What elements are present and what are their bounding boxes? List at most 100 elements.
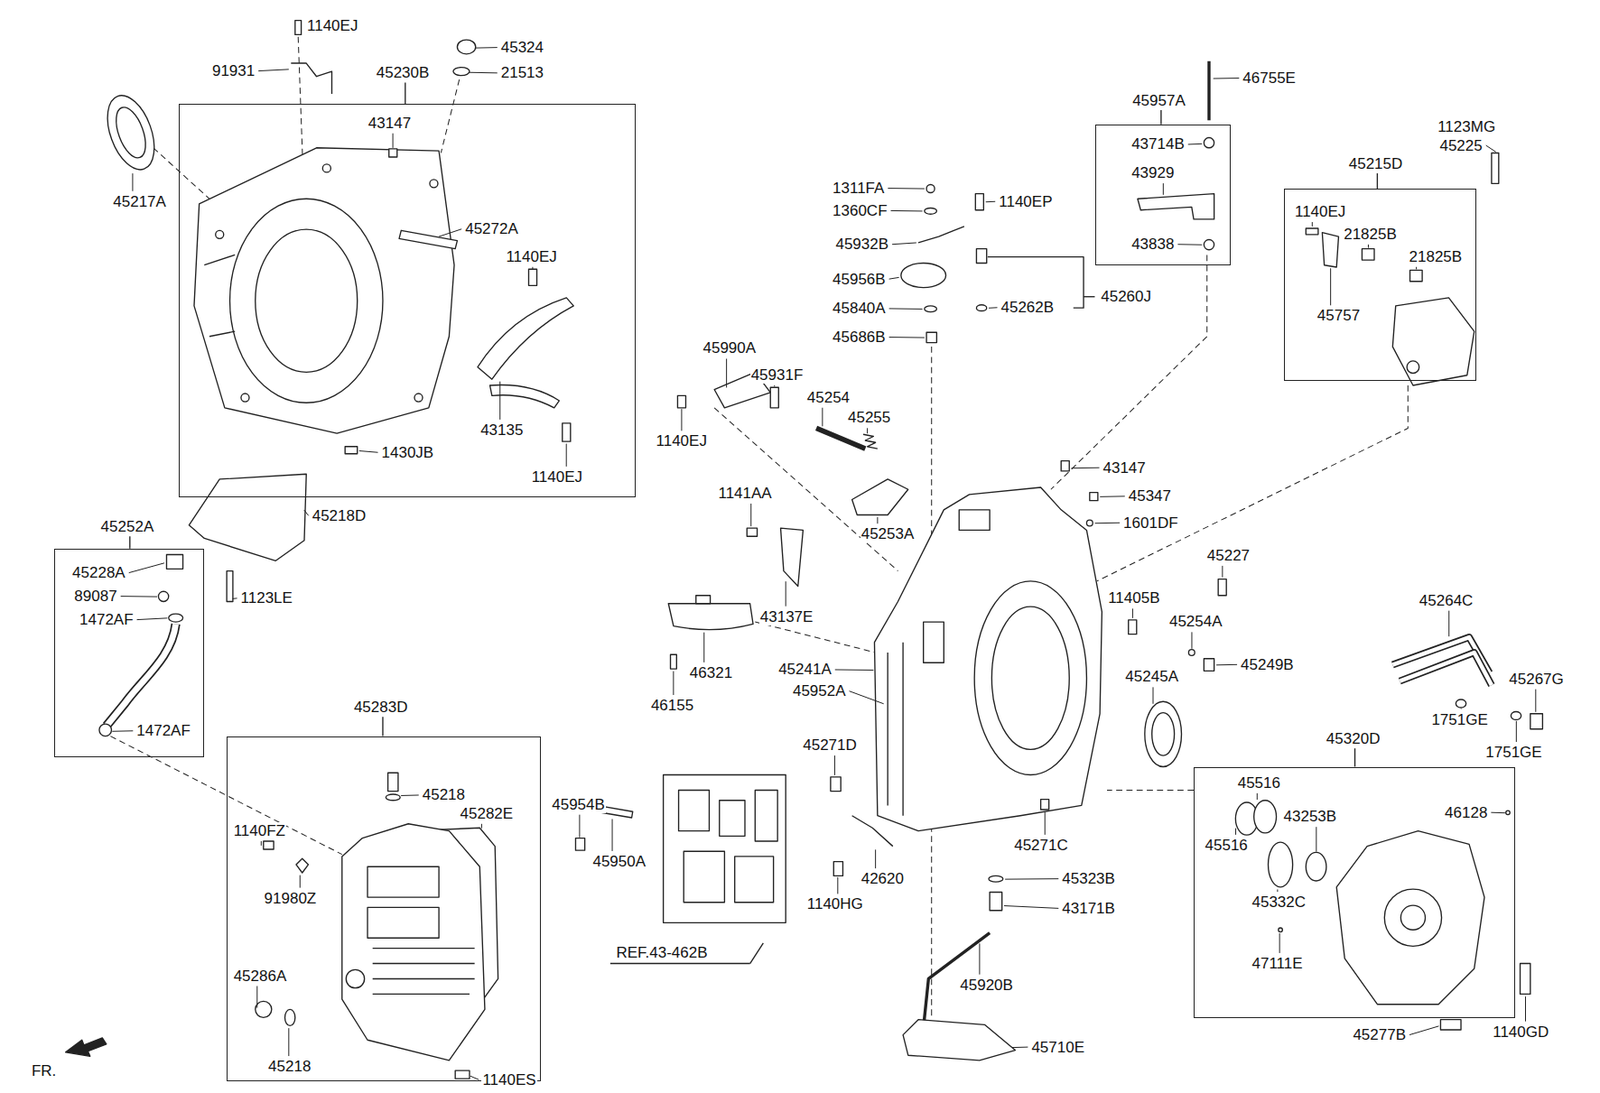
leader-line — [750, 503, 752, 527]
valve-body — [683, 851, 725, 903]
leader-line — [1095, 522, 1121, 525]
callout-number: 45286A — [232, 967, 289, 986]
leader-line — [258, 69, 289, 72]
bolt — [575, 838, 585, 852]
rod — [816, 427, 866, 449]
dowel — [344, 446, 358, 455]
callout-number: 45954B — [550, 796, 606, 814]
oil-filter — [668, 604, 754, 631]
mount — [1392, 297, 1474, 386]
callout-number: 45227 — [1206, 547, 1251, 565]
callout-number: 45253A — [860, 525, 916, 543]
bolt — [1218, 579, 1227, 596]
cover — [1254, 800, 1277, 834]
callout-number: 45990A — [702, 339, 758, 357]
bolt — [226, 571, 233, 603]
group-number: 45215D — [1348, 155, 1405, 173]
callout-number: 45686B — [831, 328, 887, 346]
callout-number: 45710E — [1030, 1039, 1086, 1057]
leader-line — [849, 691, 884, 705]
callout-number: 43135 — [479, 421, 524, 439]
hose — [158, 591, 168, 602]
callout-number: 1140ES — [481, 1071, 537, 1089]
oil-filter — [696, 595, 711, 605]
shield — [477, 297, 574, 409]
dashed-leader — [153, 148, 210, 199]
leader-line — [1190, 632, 1192, 649]
bolt — [975, 194, 984, 211]
callout-number: 45245A — [1124, 668, 1180, 686]
dashed-leader — [1106, 790, 1194, 791]
leader-line — [1276, 889, 1278, 893]
strainer — [902, 933, 1015, 1061]
callout-number: 1360CF — [831, 202, 888, 220]
leader-line — [837, 877, 838, 895]
group-ticks — [1160, 110, 1162, 125]
transmission-case — [1089, 493, 1098, 502]
callout-number: 1140HG — [806, 895, 865, 913]
leader-line — [260, 841, 262, 847]
callout-number: 46321 — [688, 664, 734, 682]
dashed-leader — [754, 622, 875, 653]
leader-line — [874, 849, 876, 869]
leader-line — [834, 755, 836, 776]
leader-line — [232, 597, 238, 600]
callout-number: 1430JB — [381, 444, 436, 462]
leader-line — [887, 187, 924, 190]
callout-number: 45757 — [1316, 306, 1361, 325]
converter-housing — [414, 393, 423, 402]
callout-number: 45272A — [464, 220, 520, 238]
leader-line — [785, 581, 787, 607]
leader-line — [1279, 933, 1281, 954]
pipe — [1530, 714, 1544, 730]
leader-line — [1044, 812, 1046, 836]
leader-line — [288, 1028, 289, 1057]
bolt — [529, 269, 538, 286]
callout-number: 45241A — [777, 660, 833, 679]
leader-line — [1188, 143, 1202, 146]
leader-line — [891, 210, 923, 213]
leader-line — [703, 632, 705, 663]
leader-line — [470, 1076, 479, 1080]
leader-line — [1330, 268, 1331, 306]
drain-plug — [385, 794, 400, 801]
valve-body — [754, 790, 778, 841]
transmission-case — [923, 622, 945, 663]
bolt — [562, 423, 571, 442]
callout-number: 43929 — [1130, 164, 1175, 182]
callout-number: 43714B — [1130, 135, 1186, 153]
sensor — [924, 207, 938, 214]
small-part — [1188, 650, 1214, 672]
bolt — [670, 654, 678, 670]
leader-line — [1311, 222, 1313, 227]
oil-seal — [1144, 701, 1182, 767]
valve-body — [734, 856, 774, 903]
oil-pan — [367, 907, 439, 939]
bolt — [263, 841, 274, 850]
group-number: 45230B — [375, 64, 431, 82]
leader-line — [1409, 1026, 1439, 1036]
leader-line — [1004, 906, 1059, 910]
hose — [99, 724, 112, 737]
leader-line — [876, 517, 878, 524]
callout-number: 21825B — [1342, 225, 1398, 243]
callout-number: 47111E — [1251, 955, 1304, 973]
leader-line — [1367, 244, 1369, 249]
callout-number: 43147 — [367, 114, 412, 132]
leader-line — [1221, 566, 1223, 578]
callout-number: 1601DF — [1122, 514, 1179, 532]
oil-seal — [98, 89, 164, 177]
callout-number: 45950A — [591, 853, 647, 871]
detent-lever — [852, 479, 909, 516]
mount — [1410, 269, 1424, 281]
callout-number: 21825B — [1408, 248, 1464, 266]
leader-line — [400, 794, 419, 797]
leader-line — [889, 307, 923, 310]
oil-seal — [1152, 713, 1175, 756]
leader-line — [725, 358, 727, 388]
callout-number: 46128 — [1443, 804, 1489, 822]
mount — [1361, 249, 1375, 261]
transmission-case — [1060, 461, 1070, 472]
oil-seal — [98, 89, 164, 177]
oil-pan — [342, 824, 499, 1061]
